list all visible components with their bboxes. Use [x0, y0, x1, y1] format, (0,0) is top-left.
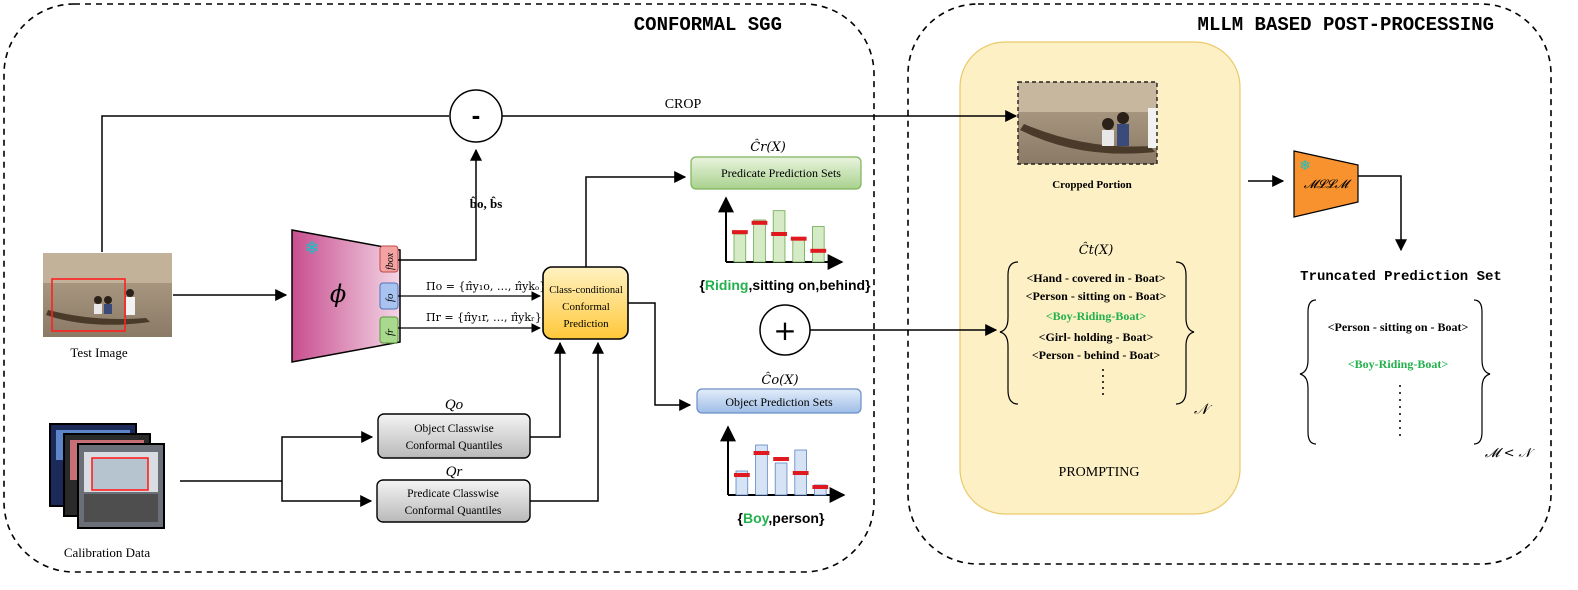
- ccp-line1: Class-conditional: [549, 285, 623, 296]
- predicate-bar: [772, 210, 786, 263]
- predicate-bar: [812, 226, 825, 263]
- pi-o-label: Πo = {π̂y₁o, …, π̂ykₒ}: [426, 280, 546, 293]
- fr-head-label: fr: [384, 328, 396, 336]
- predicate-threshold-marker: [790, 236, 807, 241]
- predicate-threshold-marker: [751, 220, 768, 225]
- co-label: Ĉo(X): [761, 371, 798, 388]
- object-quantiles-box: [377, 413, 531, 459]
- predicate-bar: [753, 219, 766, 263]
- ccp-line2: Conformal: [562, 301, 610, 313]
- n-symbol: 𝒩: [1194, 400, 1213, 418]
- predicate-sets-label: Predicate Prediction Sets: [721, 166, 841, 180]
- calibration-label: Calibration Data: [64, 545, 151, 560]
- predicate-threshold-marker: [732, 230, 748, 235]
- object-sets-label: Object Prediction Sets: [725, 395, 833, 409]
- ct-label: Ĉt(X): [1079, 241, 1114, 258]
- calib-to-obj-q-arrow: [281, 431, 374, 481]
- bbox-label: b̂o, b̂s: [470, 196, 503, 211]
- obj-q-to-ccp-arrow: [530, 341, 566, 438]
- mllm-block: [1293, 150, 1359, 218]
- triplet-2: <Person - sitting on - Boat>: [1026, 289, 1167, 303]
- predicate-highlight: Riding: [705, 277, 749, 293]
- fbox-head: [379, 245, 399, 273]
- minus-symbol: -: [472, 100, 481, 130]
- cr-label: Ĉr(X): [750, 138, 786, 155]
- ccp-to-predicate-arrow: [585, 171, 687, 267]
- triplet-1: <Hand - covered in - Boat>: [1026, 271, 1165, 285]
- predicate-quantiles-line2: Conformal Quantiles: [405, 505, 502, 517]
- qr-label: Qr: [446, 464, 463, 480]
- crop-path-line: [101, 115, 449, 252]
- object-threshold-marker: [792, 471, 809, 475]
- predicate-bar: [792, 238, 805, 263]
- truncated-ellipsis: [1399, 385, 1401, 436]
- predicate-threshold-marker: [771, 232, 787, 236]
- cropped-portion-label: Cropped Portion: [1052, 179, 1132, 191]
- bbox-arrow: [398, 148, 482, 261]
- predicate-set-text: {Riding,sitting on,behind}: [699, 277, 871, 293]
- object-bar: [735, 470, 749, 496]
- truncated-item-1: <Person - sitting on - Boat>: [1328, 320, 1469, 334]
- mllm-to-truncated-arrow: [1358, 175, 1407, 252]
- test-image-label: Test Image: [70, 345, 127, 360]
- triplet-3: <Boy-Riding-Boat>: [1046, 309, 1147, 323]
- conformal-sgg-title: CONFORMAL SGG: [634, 14, 782, 36]
- vertical-ellipsis: [1102, 369, 1104, 395]
- predicate-quantiles-line1: Predicate Classwise: [407, 488, 499, 500]
- object-threshold-marker: [753, 451, 770, 455]
- fbox-head-label: fbox: [385, 252, 396, 270]
- object-quantiles-line2: Conformal Quantiles: [406, 440, 503, 452]
- ccp-to-object-arrow: [628, 302, 692, 411]
- predicate-bar: [733, 233, 747, 263]
- predicate-bar-chart: [718, 196, 844, 270]
- object-bar: [755, 444, 768, 496]
- fr-head: [379, 316, 399, 344]
- snowflake-icon: ❄: [304, 238, 319, 259]
- mllm-panel-title: MLLM BASED POST-PROCESSING: [1198, 14, 1494, 36]
- object-threshold-marker: [773, 457, 789, 461]
- truncated-left-paren: [1299, 299, 1317, 445]
- predicate-threshold-marker: [810, 248, 827, 253]
- predicate-sets-box: [690, 156, 862, 190]
- triplet-5: <Person - behind - Boat>: [1032, 348, 1161, 362]
- object-bar-chart: [720, 425, 846, 503]
- object-sets-box: [696, 388, 862, 414]
- plus-symbol: +: [773, 314, 796, 347]
- encoder-phi: [291, 229, 401, 363]
- fo-head-label: fo: [384, 293, 396, 302]
- conformal-sgg-panel: [3, 3, 875, 573]
- prompting-label: PROMPTING: [1059, 465, 1140, 480]
- phi-symbol: ϕ: [330, 280, 346, 308]
- pred-q-to-ccp-arrow: [530, 341, 604, 502]
- set-left-paren: [999, 261, 1019, 405]
- truncated-title: Truncated Prediction Set: [1300, 269, 1502, 285]
- object-threshold-marker: [734, 473, 750, 477]
- mllm-label: 𝓜𝓛𝓛𝓜: [1304, 177, 1352, 191]
- calibration-images: [49, 423, 165, 529]
- test-image: [43, 253, 172, 337]
- object-threshold-marker: [812, 485, 829, 489]
- mllm-snowflake-icon: ❄: [1299, 158, 1311, 174]
- truncated-item-2: <Boy-Riding-Boat>: [1348, 357, 1449, 371]
- crop-label: CROP: [665, 97, 702, 112]
- object-highlight: Boy: [743, 510, 770, 526]
- object-quantiles-line1: Object Classwise: [414, 423, 494, 435]
- qo-label: Qo: [445, 397, 464, 413]
- cropped-image: [1017, 81, 1158, 165]
- truncated-right-paren: [1473, 299, 1491, 445]
- pi-r-label: Πr = {π̂y₁r, …, π̂ykᵣ}: [426, 311, 542, 324]
- set-right-paren: [1175, 261, 1195, 405]
- m-lt-n-label: 𝓜 < 𝒩: [1485, 446, 1536, 461]
- calib-to-pred-q-arrow: [281, 481, 373, 507]
- ccp-line3: Prediction: [563, 318, 609, 330]
- object-bar: [774, 462, 788, 496]
- triplet-4: <Girl- holding - Boat>: [1039, 330, 1154, 344]
- object-set-text: {Boy,person}: [738, 510, 825, 526]
